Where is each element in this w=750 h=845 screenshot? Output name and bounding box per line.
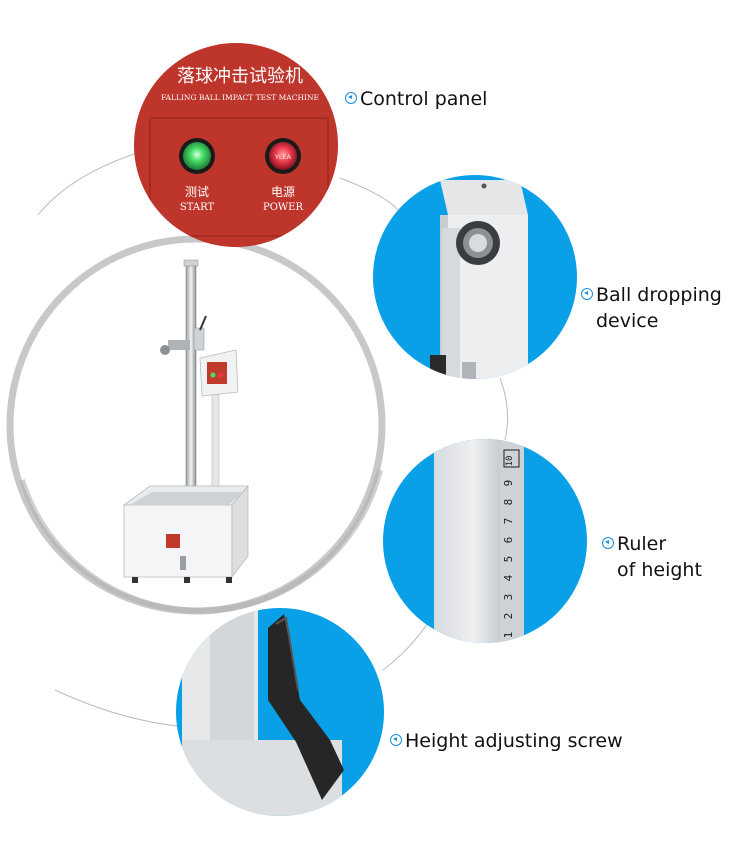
circle-arrow-left-icon [345, 92, 357, 104]
ruler-digit-9: 9 [502, 480, 515, 487]
height-screw-circle [176, 608, 384, 816]
callout-ruler-line2: of height [617, 559, 702, 581]
ruler-digits: 1 2 3 4 5 6 7 8 9 10 [502, 449, 520, 639]
callout-ruler: Ruler of height [602, 531, 702, 583]
callout-control-panel: Control panel [345, 86, 487, 112]
ruler-circle: 1 2 3 4 5 6 7 8 9 10 [383, 439, 587, 643]
panel-title-en: FALLING BALL IMPACT TEST MACHINE [161, 93, 319, 102]
ruler-digit-10: 10 [505, 456, 515, 467]
ruler-digit-4: 4 [502, 574, 515, 581]
ruler-digit-6: 6 [502, 537, 515, 544]
control-panel-circle: 落球冲击试验机 FALLING BALL IMPACT TEST MACHINE… [134, 43, 338, 247]
callout-ball-dropping: Ball dropping device [581, 282, 722, 334]
power-button-text: YLEA [274, 153, 292, 161]
power-label-en: POWER [263, 202, 304, 213]
start-label-en: START [180, 202, 215, 213]
ruler-digit-3: 3 [502, 594, 515, 601]
panel-title-cn: 落球冲击试验机 [177, 66, 303, 87]
ruler-digit-1: 1 [502, 632, 515, 639]
start-button[interactable] [183, 142, 211, 170]
power-label-cn: 电源 [271, 185, 295, 199]
callout-height-screw-text: Height adjusting screw [405, 730, 623, 752]
ruler-digit-5: 5 [502, 556, 515, 563]
machine-illustration [122, 259, 249, 583]
circle-arrow-left-icon [581, 288, 593, 300]
callout-height-screw: Height adjusting screw [390, 728, 623, 754]
start-label-cn: 测试 [185, 184, 209, 199]
power-button[interactable] [269, 142, 297, 170]
ruler-digit-7: 7 [502, 518, 515, 525]
ruler-digit-8: 8 [502, 499, 515, 506]
main-machine-circle [6, 235, 386, 615]
connector-lines [37, 151, 509, 727]
callout-ball-dropping-line1: Ball dropping [596, 284, 722, 306]
callout-ball-dropping-line2: device [596, 310, 659, 332]
callout-ruler-line1: Ruler [617, 533, 667, 555]
ruler-digit-2: 2 [502, 613, 515, 620]
circle-arrow-left-icon [390, 734, 402, 746]
circle-arrow-left-icon [602, 537, 614, 549]
ball-dropping-circle [373, 175, 577, 379]
callout-control-panel-text: Control panel [360, 88, 488, 110]
